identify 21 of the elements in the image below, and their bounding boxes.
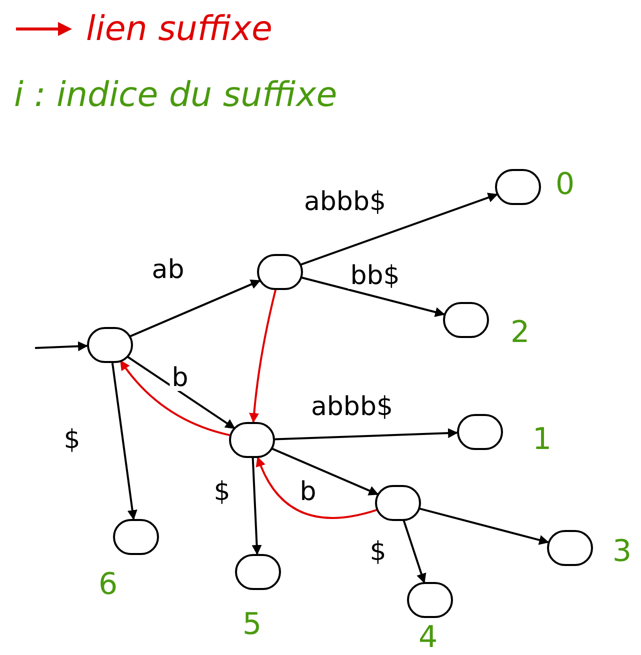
arrow [252,458,262,555]
arrow [274,428,458,440]
suffix-index: 0 [555,170,575,200]
note-text: i : indice du suffixe [14,78,338,112]
arrow [249,289,277,424]
arrow [302,276,446,317]
arrow [402,520,426,584]
suffix-index: 1 [532,425,552,455]
arrow [272,448,379,496]
arrow [111,362,138,520]
arrow [256,456,378,519]
arrow [34,341,88,352]
suffix-index: 5 [242,610,262,640]
arrow [420,508,550,545]
arrow [130,280,261,338]
legend-text: lien suffixe [86,12,272,46]
suffix-index: 3 [612,537,632,567]
suffix-index: 2 [510,318,530,348]
suffix-index: 4 [418,623,438,653]
arrow [126,356,236,430]
suffix-index: 6 [98,570,118,600]
